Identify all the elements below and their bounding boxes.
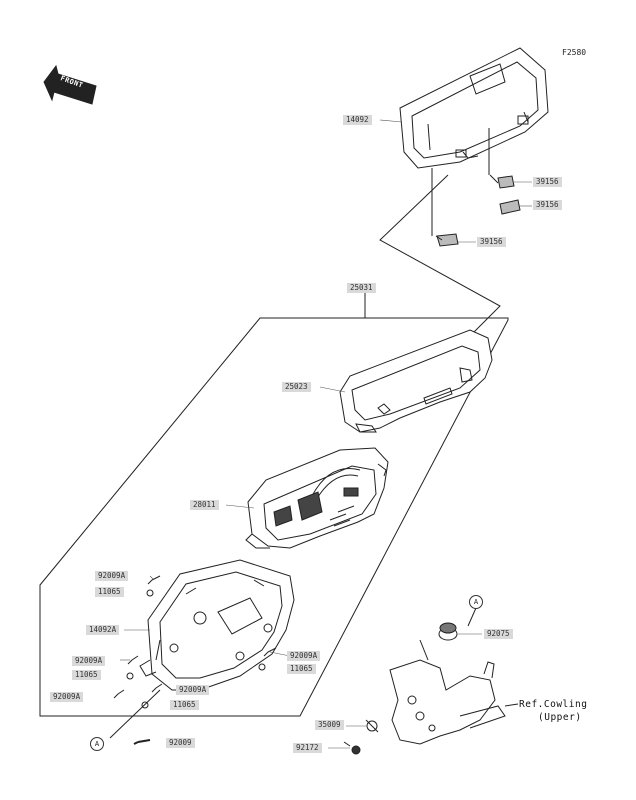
label-92009A-1[interactable]: 92009A [95, 571, 129, 581]
label-25031[interactable]: 25031 [347, 283, 376, 293]
label-35009[interactable]: 35009 [315, 720, 344, 730]
grommet-92075-part [438, 607, 477, 641]
diagram-code: F2580 [562, 48, 587, 57]
bracket-part [389, 639, 519, 745]
clip-39156-parts [431, 128, 521, 247]
label-39156-b[interactable]: 39156 [533, 200, 562, 210]
label-39156-c[interactable]: 39156 [477, 237, 506, 247]
ref-cowling-line1: Ref.Cowling [519, 699, 588, 710]
ref-cowling-line2: (Upper) [538, 712, 582, 723]
label-92172[interactable]: 92172 [293, 743, 322, 753]
label-39156-a[interactable]: 39156 [533, 177, 562, 187]
label-92009A-2[interactable]: 92009A [72, 656, 106, 666]
label-14092[interactable]: 14092 [343, 115, 372, 125]
label-11065-2[interactable]: 11065 [72, 670, 101, 680]
label-92009[interactable]: 92009 [166, 738, 195, 748]
label-28011[interactable]: 28011 [190, 500, 219, 510]
lower-case-part [139, 559, 295, 691]
label-11065-4[interactable]: 11065 [170, 700, 199, 710]
label-11065-3[interactable]: 11065 [287, 664, 316, 674]
label-92075[interactable]: 92075 [484, 629, 513, 639]
meter-cover-part [399, 47, 549, 169]
screws-left [113, 575, 277, 745]
meter-unit-part [245, 447, 389, 549]
front-arrow-icon [43, 64, 97, 105]
label-14092A[interactable]: 14092A [86, 625, 120, 635]
label-92009A-4[interactable]: 92009A [287, 651, 321, 661]
label-25023[interactable]: 25023 [282, 382, 311, 392]
callout-a-left[interactable]: A [90, 737, 104, 751]
callout-a-right[interactable]: A [469, 595, 483, 609]
label-92009A-3[interactable]: 92009A [50, 692, 84, 702]
upper-case-part [339, 329, 493, 433]
label-92009A-5[interactable]: 92009A [176, 685, 210, 695]
label-11065-1[interactable]: 11065 [95, 587, 124, 597]
